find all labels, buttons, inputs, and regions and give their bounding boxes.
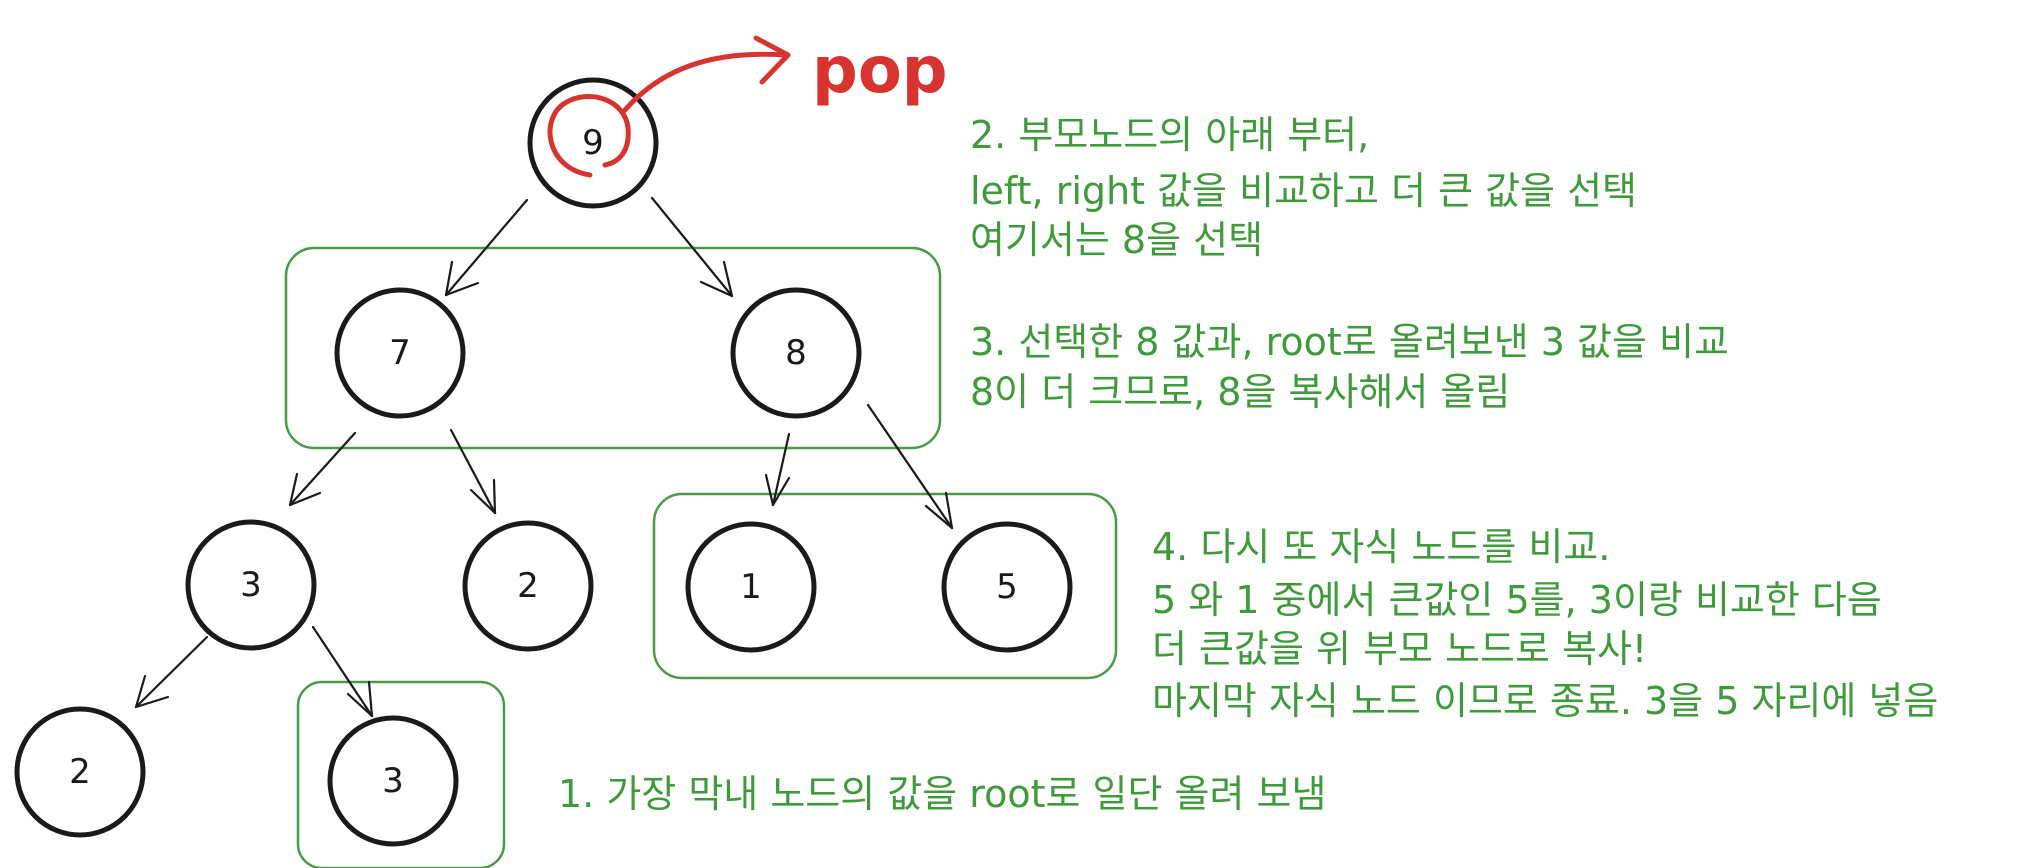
edge-8-to-5 [866,403,954,530]
highlight-box-last-node [296,680,506,868]
pop-curved-arrow [622,51,789,113]
pop-circle-mark [547,94,631,178]
node-root-value: 9 [582,123,604,163]
node-level3-a: 2 [14,706,146,838]
node-right-child: 8 [730,287,862,419]
edge-8-to-1 [764,432,791,507]
node-level2-d: 5 [941,521,1073,653]
note-step2: 2. 부모노드의 아래 부터, left, right 값을 비교하고 더 큰 … [970,113,1649,262]
note-step4: 4. 다시 또 자식 노드를 비교. 5 와 1 중에서 큰값인 5를, 3이랑… [1152,525,1938,723]
edge-9-to-7 [444,198,529,297]
node-level2-b-value: 2 [517,566,539,606]
node-level2-c-value: 1 [740,567,762,607]
note-step1: 1. 가장 막내 노드의 값을 root로 일단 올려 보냄 [558,772,1326,816]
node-left-child-value: 7 [389,333,411,373]
pop-annotation: pop [547,34,948,178]
node-level2-d-value: 5 [996,567,1018,607]
node-left-child: 7 [334,287,466,419]
highlight-box-children-of-8 [652,492,1118,680]
tree-edges [134,196,954,718]
note-step3: 3. 선택한 8 값과, root로 올려보낸 3 값을 비교 8이 더 크므로… [970,320,1741,414]
node-level3-a-value: 2 [69,752,91,792]
edge-9-to-8 [650,196,734,298]
edge-7-to-3 [288,431,357,507]
node-level3-b: 3 [327,715,459,847]
edge-7-to-2 [449,428,497,515]
highlight-box-level1 [284,246,942,450]
node-level2-b: 2 [462,520,594,652]
node-level3-b-value: 3 [382,761,404,801]
node-level2-a: 3 [185,519,317,651]
edge-3-to-3 [311,625,374,718]
node-level2-c: 1 [685,521,817,653]
pop-label: pop [812,34,948,108]
node-right-child-value: 8 [785,333,807,373]
node-level2-a-value: 3 [240,565,262,605]
pop-arrowhead [753,35,791,85]
edge-3-to-2 [134,635,209,709]
